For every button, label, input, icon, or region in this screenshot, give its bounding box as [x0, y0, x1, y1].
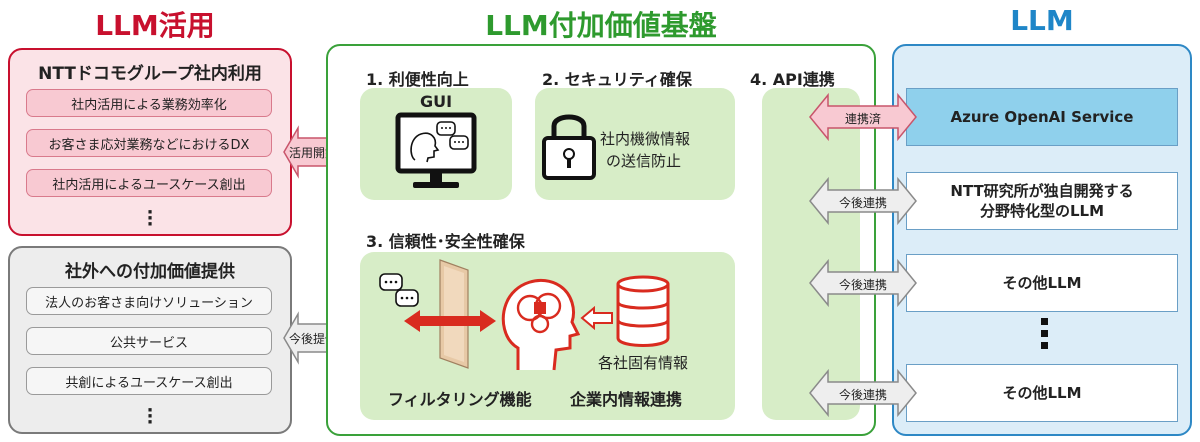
left-heading: LLM活用 — [95, 9, 215, 42]
internal-arrow-label: 活用開始 — [288, 146, 337, 160]
section2-text-line2: の送信防止 — [606, 152, 682, 170]
ntt-llm-box: NTT研究所が独自開発する分野特化型のLLM — [906, 172, 1178, 230]
external-value-panel: 社外への付加価値提供 法人のお客さま向けソリューション 公共サービス 共創による… — [8, 246, 292, 434]
filter-label: フィルタリング機能 — [388, 390, 532, 409]
external-value-title: 社外への付加価値提供 — [65, 262, 235, 282]
external-more-dots: ··· — [146, 400, 154, 433]
section3-title: 3. 信頼性･安全性確保 — [366, 232, 525, 251]
enterprise-label: 企業内情報連携 — [570, 390, 683, 409]
other1-double-arrow-icon — [809, 258, 917, 308]
section2-title: 2. セキュリティ確保 — [542, 70, 692, 89]
llm-more-dots — [1034, 318, 1054, 349]
other2-double-arrow-icon — [809, 368, 917, 418]
ntt-arrow-label: 今後連携 — [838, 196, 887, 210]
azure-arrow-label: 連携済 — [844, 112, 881, 126]
chat-bubbles-icon — [379, 273, 419, 307]
filter-wall-icon — [439, 259, 469, 369]
internal-usage-title: NTTドコモグループ社内利用 — [38, 64, 262, 84]
gui-label: GUI — [419, 92, 453, 111]
middle-heading: LLM付加価値基盤 — [485, 9, 717, 42]
internal-item-3: 社内活用によるユースケース創出 — [26, 169, 272, 197]
data-arrow-icon — [580, 306, 613, 330]
ntt-double-arrow-icon — [809, 176, 917, 226]
other2-arrow-label: 今後連携 — [838, 388, 887, 402]
database-icon — [616, 275, 670, 347]
internal-item-2: お客さま応対業務などにおけるDX — [26, 129, 272, 157]
brain-head-icon — [501, 278, 580, 371]
other1-arrow-label: 今後連携 — [838, 278, 887, 292]
section4-title: 4. API連携 — [750, 70, 835, 89]
section4-box — [762, 88, 860, 420]
internal-item-1: 社内活用による業務効率化 — [26, 89, 272, 117]
database-label: 各社固有情報 — [598, 354, 689, 372]
monitor-icon — [395, 112, 477, 188]
filter-double-arrow-icon — [404, 310, 496, 332]
section1-title: 1. 利便性向上 — [366, 70, 469, 89]
padlock-icon — [542, 114, 596, 180]
other-llm-box-2: その他LLM — [906, 364, 1178, 422]
azure-double-arrow-icon — [809, 92, 917, 142]
ntt-llm-line2: 分野特化型のLLM — [979, 202, 1105, 220]
other-llm-box-1: その他LLM — [906, 254, 1178, 312]
external-item-1: 法人のお客さま向けソリューション — [26, 287, 272, 315]
right-heading: LLM — [1010, 4, 1074, 37]
external-arrow-label: 今後提供 — [288, 332, 337, 346]
internal-more-dots: ··· — [146, 202, 154, 235]
section2-text-line1: 社内機微情報 — [600, 130, 691, 148]
external-item-3: 共創によるユースケース創出 — [26, 367, 272, 395]
azure-openai-box: Azure OpenAI Service — [906, 88, 1178, 146]
external-item-2: 公共サービス — [26, 327, 272, 355]
ntt-llm-line1: NTT研究所が独自開発する — [950, 182, 1134, 200]
internal-usage-panel: NTTドコモグループ社内利用 社内活用による業務効率化 お客さま応対業務などにお… — [8, 48, 292, 236]
